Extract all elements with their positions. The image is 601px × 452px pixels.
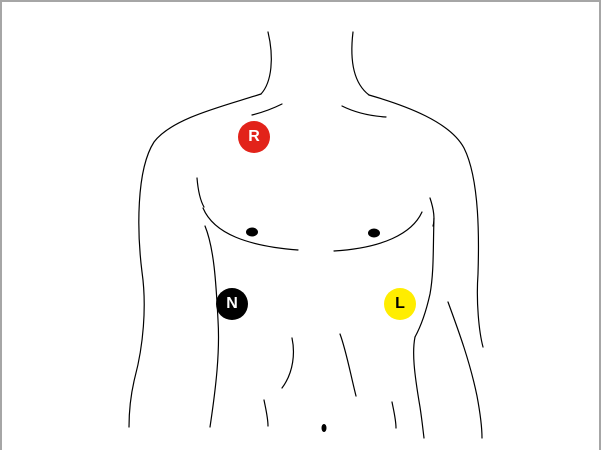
electrode-l-label: L bbox=[395, 296, 405, 312]
abdomen-left-line bbox=[282, 338, 293, 388]
electrode-l-marker: L bbox=[384, 288, 416, 320]
right-side-line bbox=[415, 218, 434, 337]
electrode-n-label: N bbox=[226, 296, 238, 312]
electrode-r-label: R bbox=[248, 129, 260, 145]
neck-left-line bbox=[261, 32, 271, 94]
right-collarbone-line bbox=[342, 106, 386, 117]
left-armpit-line bbox=[197, 178, 204, 207]
abdomen-lower-right-line bbox=[392, 402, 396, 428]
left-nipple bbox=[246, 228, 258, 237]
electrode-r-marker: R bbox=[238, 121, 270, 153]
abdomen-right-line bbox=[340, 334, 356, 396]
right-forearm-line bbox=[448, 302, 482, 438]
left-side-line bbox=[205, 226, 219, 427]
right-lower-side-line bbox=[414, 337, 424, 438]
electrode-n-marker: N bbox=[216, 288, 248, 320]
neck-right-line bbox=[352, 32, 369, 95]
right-nipple bbox=[368, 229, 380, 238]
abdomen-lower-left-line bbox=[264, 400, 268, 426]
navel bbox=[322, 424, 327, 432]
left-collarbone-line bbox=[252, 104, 282, 115]
